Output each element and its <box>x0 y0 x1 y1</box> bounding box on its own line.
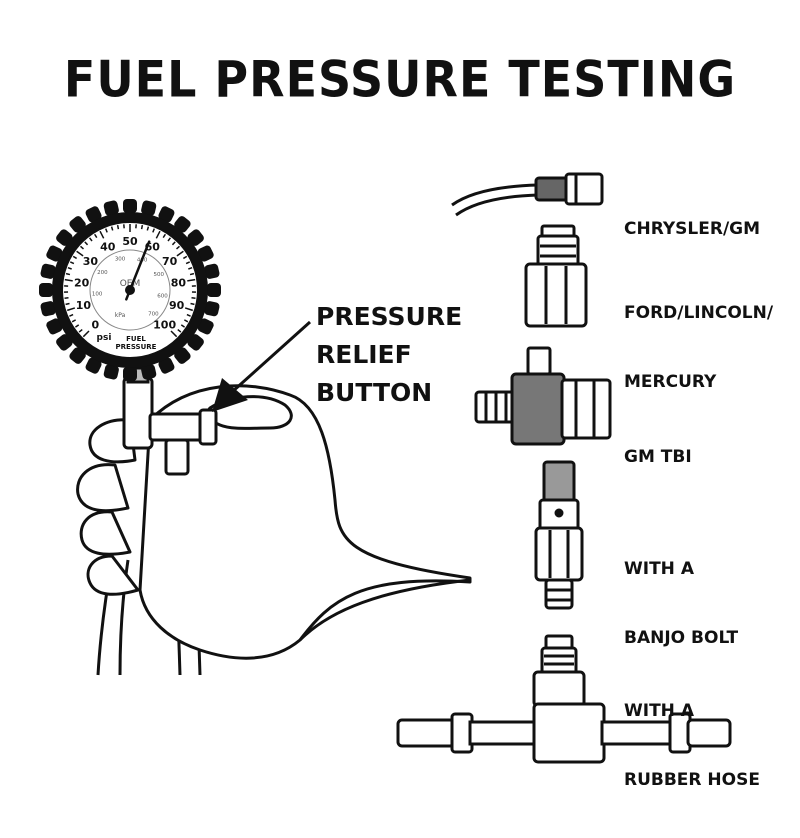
gauge-boot-tooth <box>39 283 53 297</box>
label-line-2: MERCURY <box>624 371 773 394</box>
adapter-ford-lincoln-mercury <box>526 226 586 326</box>
gauge-boot-tooth <box>123 199 137 213</box>
gauge-tick <box>191 304 195 305</box>
gauge-tick <box>66 274 70 275</box>
gauge-kpa-tick-label: 500 <box>154 272 165 278</box>
gauge-boot-tooth <box>123 367 137 381</box>
gauge-tick <box>142 225 143 229</box>
label-line-1: GM TBI <box>624 446 692 469</box>
gauge-psi-tick-label: 50 <box>122 235 138 248</box>
gauge-kpa-tick-label: 700 <box>148 311 159 317</box>
callout-line-1: PRESSURE <box>316 298 462 336</box>
gauge-psi-tick-label: 70 <box>162 255 178 268</box>
label-line-2: RUBBER HOSE <box>624 769 760 792</box>
gauge-psi-tick-label: 10 <box>76 299 92 312</box>
label-line-2: BANJO BOLT <box>624 627 738 650</box>
gauge-tick <box>192 298 196 299</box>
label-line-1: CHRYSLER/GM <box>624 218 760 241</box>
gauge-psi-unit: psi <box>97 333 112 343</box>
gauge-needle-pivot <box>125 285 135 295</box>
gauge-kpa-tick-label: 300 <box>115 257 126 263</box>
label-line-1: FORD/LINCOLN/ <box>624 302 773 325</box>
label-line-1: WITH A <box>624 558 738 581</box>
gauge-tick <box>118 225 119 229</box>
gauge-kpa-tick-label: 600 <box>157 294 168 300</box>
gauge-psi-tick-label: 30 <box>83 255 99 268</box>
adapter-gm-tbi <box>476 348 610 444</box>
gauge-tick <box>66 304 70 305</box>
gauge-boot-tooth <box>207 283 221 297</box>
callout-line-3: BUTTON <box>316 374 462 412</box>
gauge-kpa-tick-label: 200 <box>97 270 108 276</box>
pressure-relief-callout: PRESSURE RELIEF BUTTON <box>316 298 462 412</box>
gauge-psi-tick-label: 100 <box>153 319 176 332</box>
label-line-1: WITH A <box>624 700 760 723</box>
gauge-tick <box>190 274 194 275</box>
gauge-tick <box>65 298 69 299</box>
adapter-banjo-bolt <box>536 462 582 608</box>
diagram-canvas: FUEL PRESSURE TESTING <box>0 0 800 800</box>
label-rubber-hose: WITH A RUBBER HOSE <box>624 654 760 838</box>
label-gm-tbi: GM TBI <box>624 400 692 515</box>
adapter-chrysler-gm <box>452 174 602 215</box>
gauge-kpa-unit: kPa <box>115 312 126 319</box>
gauge-psi-tick-label: 0 <box>92 319 100 332</box>
callout-line-2: RELIEF <box>316 336 462 374</box>
gauge-label-line1: FUEL <box>126 335 146 343</box>
gauge-psi-tick-label: 20 <box>74 276 90 289</box>
gauge-kpa-tick-label: 100 <box>92 291 103 297</box>
gauge-psi-tick-label: 80 <box>171 276 187 289</box>
gauge-label-line2: PRESSURE <box>116 343 157 351</box>
gauge-psi-tick-label: 40 <box>100 240 116 253</box>
gauge-psi-tick-label: 90 <box>169 299 185 312</box>
